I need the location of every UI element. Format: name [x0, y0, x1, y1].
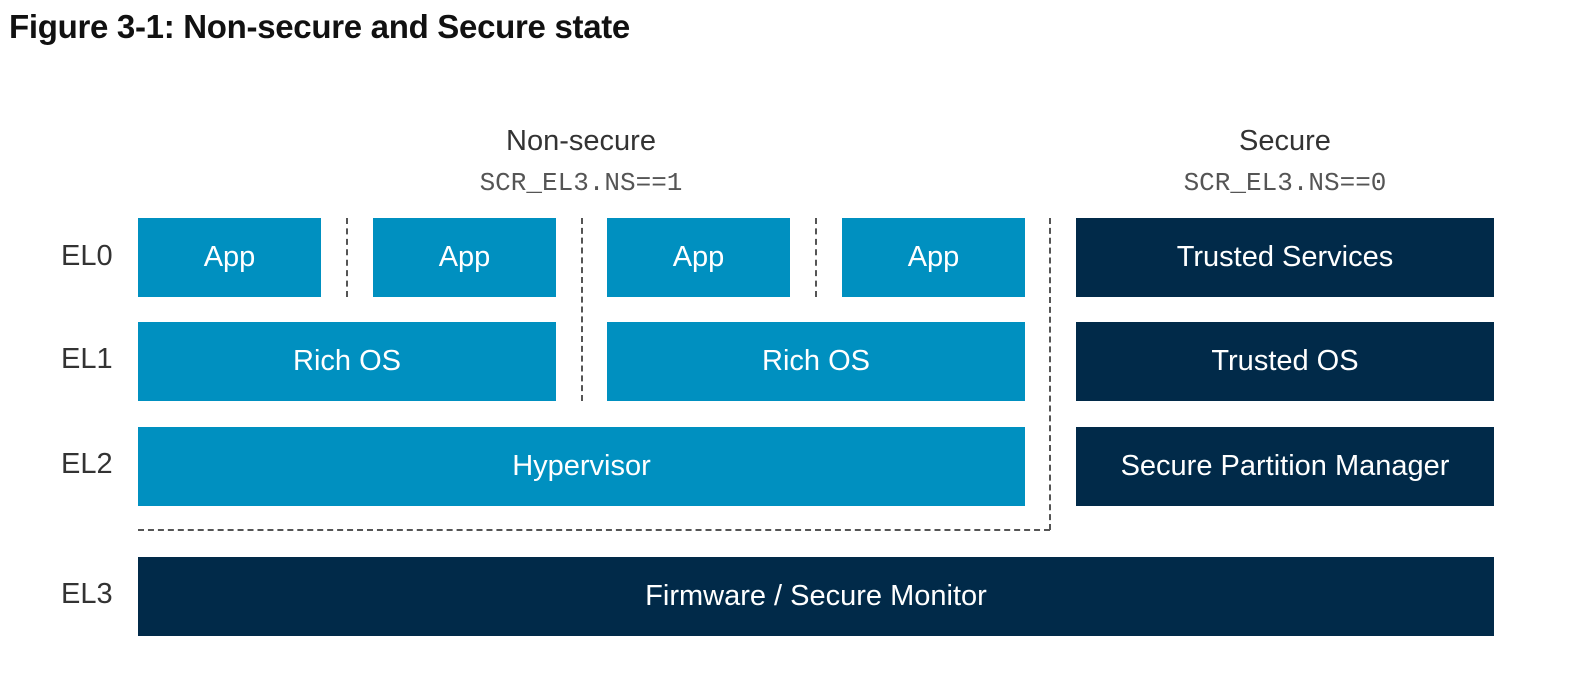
figure-title: Figure 3-1: Non-secure and Secure state [9, 8, 630, 45]
app-separator-line [346, 218, 348, 297]
hypervisor-box: Hypervisor [138, 427, 1025, 506]
nonsecure-register-label: SCR_EL3.NS==1 [479, 168, 683, 198]
nonsecure-boundary-bottom-line [138, 529, 1050, 531]
el0-label: EL0 [61, 240, 113, 272]
firmware-secure-monitor-box: Firmware / Secure Monitor [138, 557, 1494, 636]
el3-label: EL3 [61, 578, 113, 610]
trusted-services-box: Trusted Services [1076, 218, 1494, 297]
el1-label: EL1 [61, 343, 113, 375]
app-box: App [607, 218, 790, 297]
app-box: App [138, 218, 321, 297]
el2-label: EL2 [61, 448, 113, 480]
app-box: App [842, 218, 1025, 297]
app-box: App [373, 218, 556, 297]
app-separator-line [815, 218, 817, 297]
nonsecure-boundary-line [1049, 218, 1051, 530]
rich-os-box: Rich OS [138, 322, 556, 401]
trusted-os-box: Trusted OS [1076, 322, 1494, 401]
rich-os-box: Rich OS [607, 322, 1025, 401]
vm-separator-line [581, 218, 583, 401]
nonsecure-state-label: Non-secure [506, 125, 656, 157]
secure-register-label: SCR_EL3.NS==0 [1183, 168, 1387, 198]
secure-state-label: Secure [1239, 125, 1331, 157]
secure-partition-manager-box: Secure Partition Manager [1076, 427, 1494, 506]
